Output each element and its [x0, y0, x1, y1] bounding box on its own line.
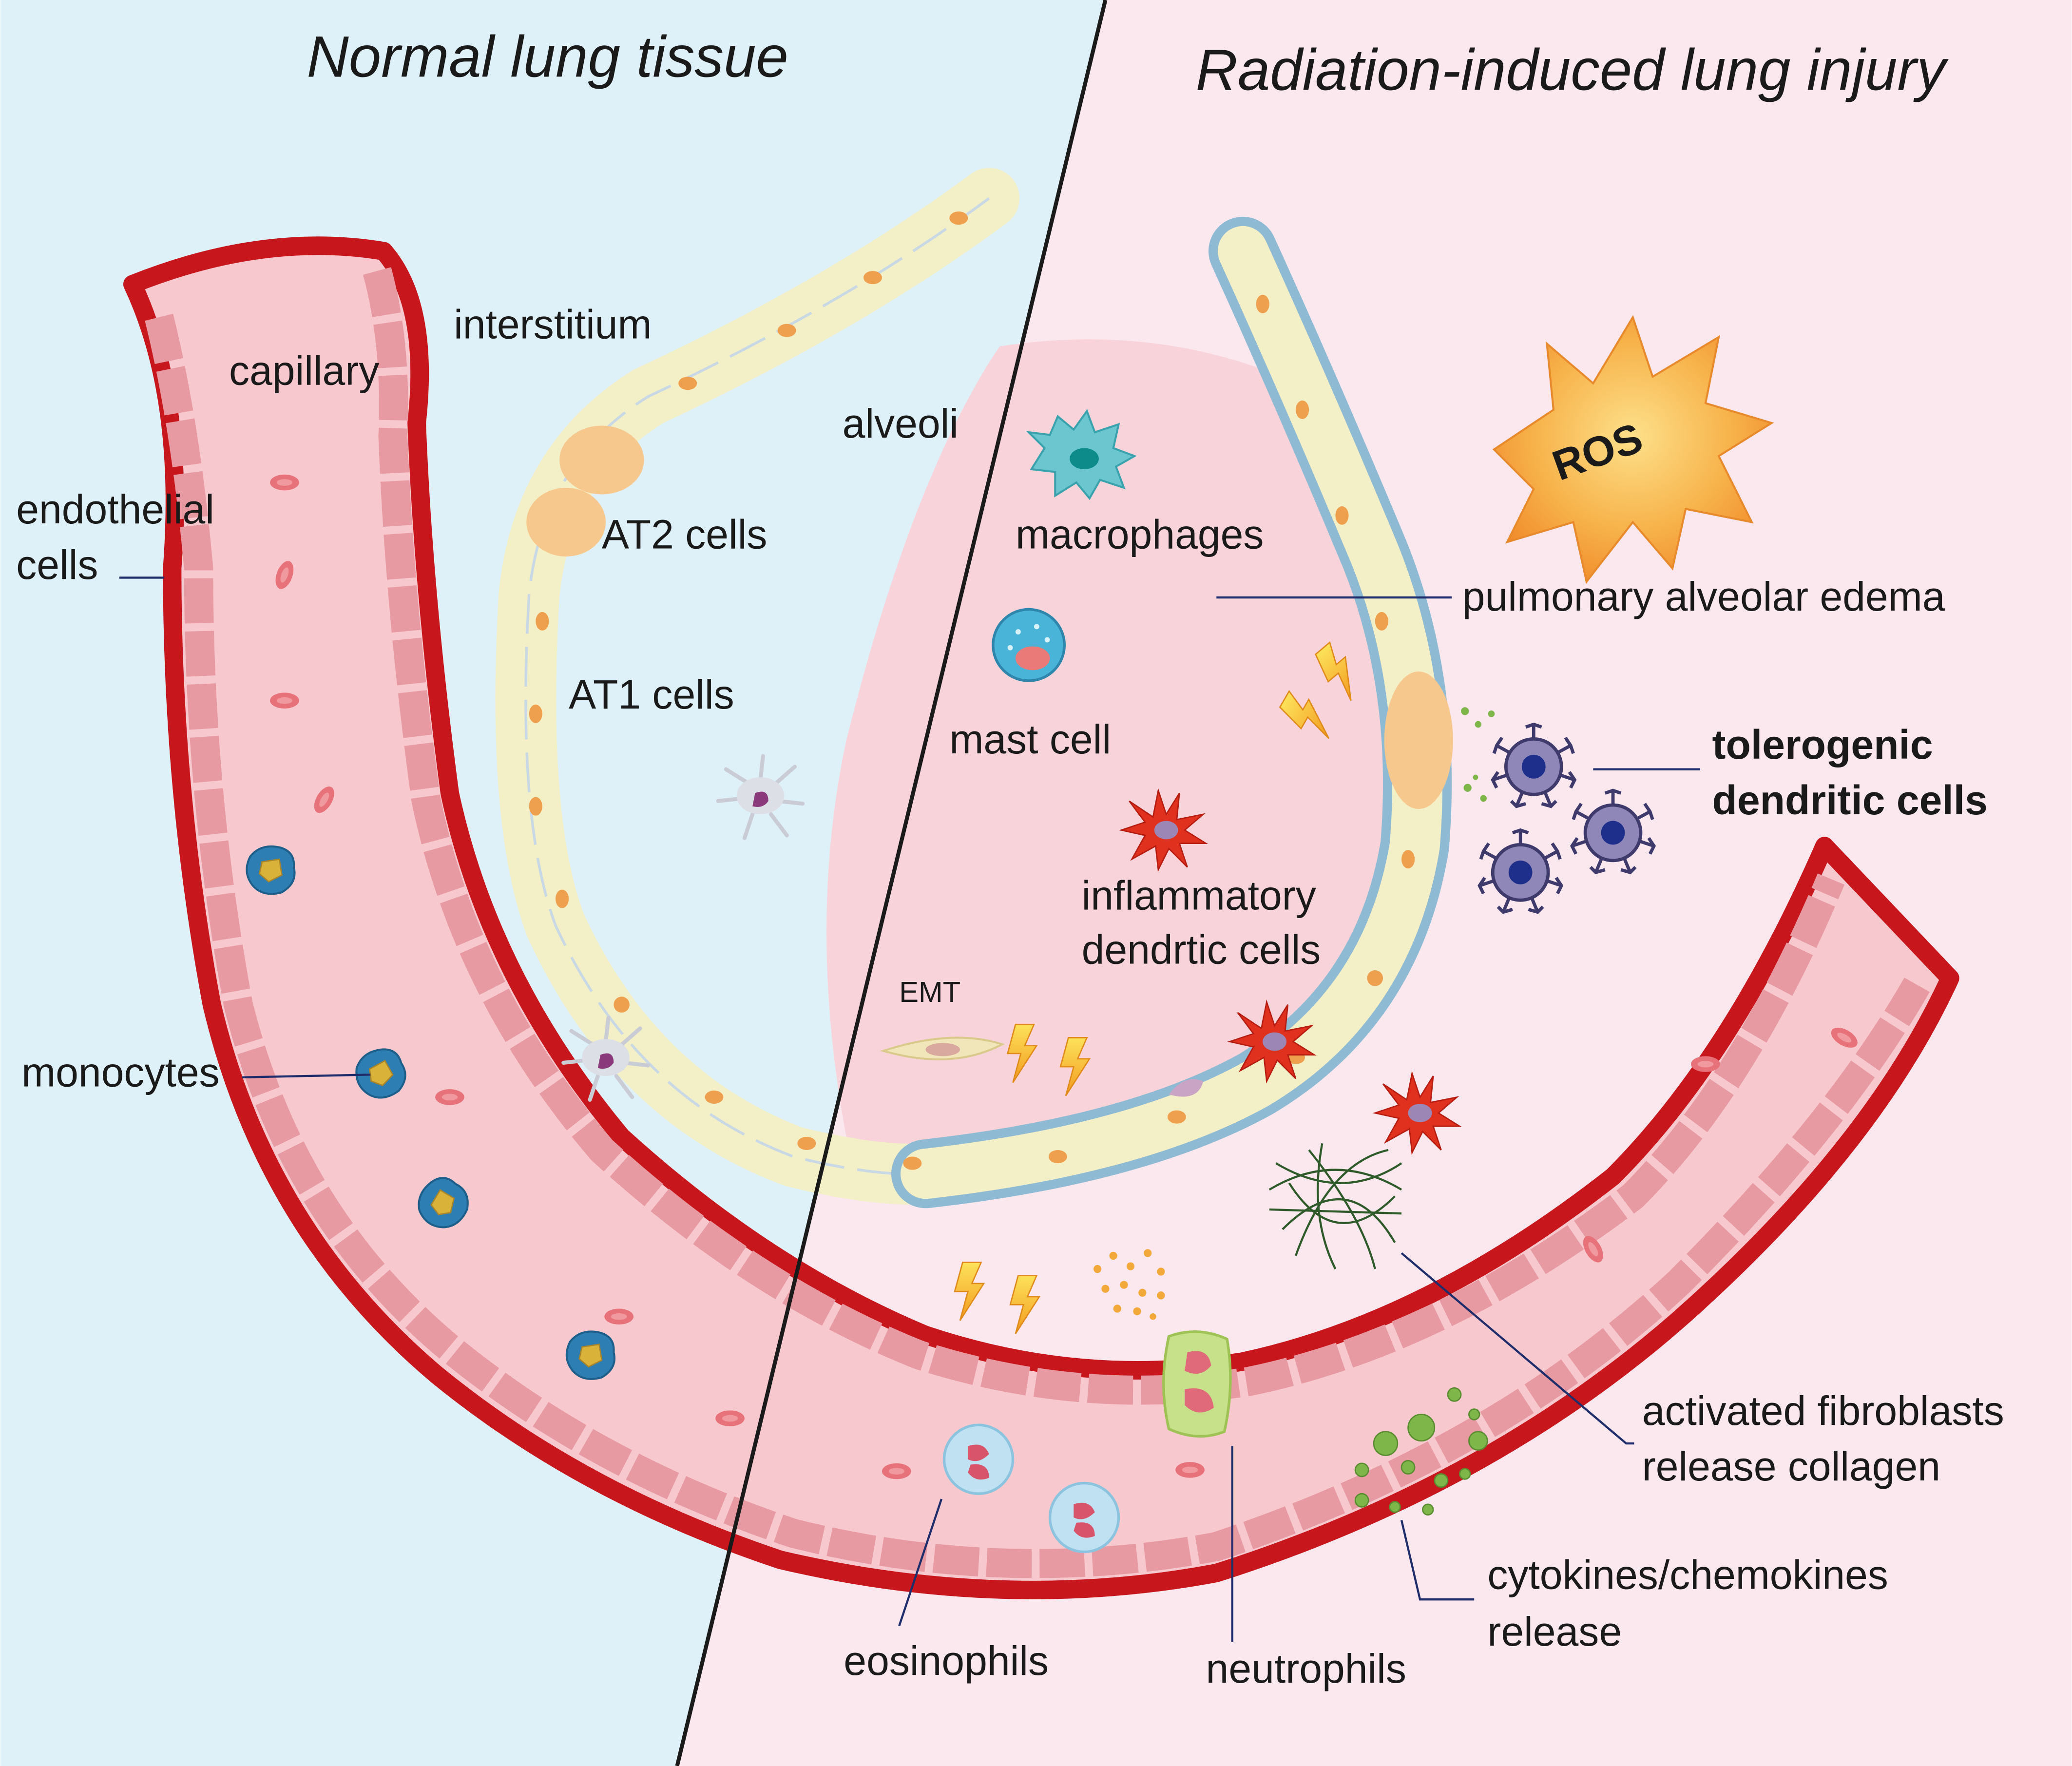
label-pulmonary-alveolar-edema: pulmonary alveolar edema [1462, 574, 1945, 619]
eosinophil [942, 1423, 1015, 1495]
title-normal-lung-tissue: Normal lung tissue [307, 24, 788, 89]
label-activated-fibroblasts: activated fibroblasts [1642, 1388, 2004, 1434]
alveolar-edema-region [826, 339, 1402, 1146]
label-release-collagen: release collagen [1642, 1443, 1940, 1489]
panel-divider [675, 0, 1108, 1766]
label-mast-cell: mast cell [949, 716, 1111, 762]
mast-cell [992, 608, 1066, 682]
label-capillary: capillary [229, 347, 379, 393]
label-eosinophils: eosinophils [844, 1638, 1049, 1684]
neutrophil [1162, 1330, 1232, 1438]
monocyte [567, 1331, 614, 1379]
title-radiation-induced-lung-injury: Radiation-induced lung injury [1196, 38, 1949, 102]
ros-starburst: ROS [1492, 315, 1774, 584]
emt-cell [880, 1037, 1005, 1060]
monocyte [247, 846, 294, 894]
label-monocytes: monocytes [21, 1050, 220, 1095]
at2-cell [559, 425, 644, 495]
label-endothelial-cells: cells [16, 542, 98, 588]
capillary-vessel [123, 236, 1959, 1599]
label-tolerogenic-dendritic-cells: dendritic cells [1712, 777, 1987, 823]
injured-alveolus-epithelium [900, 226, 1443, 1199]
normal-alveolus-cell-borders [524, 197, 990, 1176]
label-neutrophils: neutrophils [1206, 1646, 1406, 1691]
orange-particles [1093, 1249, 1165, 1320]
label-tolerogenic: tolerogenic [1712, 722, 1933, 768]
label-emt: EMT [899, 976, 960, 1008]
small-dendritic-fragment [1169, 1079, 1204, 1097]
label-at1-cells: AT1 cells [569, 672, 734, 717]
cytokine-particles [1354, 1387, 1488, 1516]
endothelial-lining-outer [145, 313, 1930, 1578]
label-cytokines-chemokines: cytokines/chemokines [1487, 1552, 1888, 1598]
label-macrophages: macrophages [1016, 512, 1264, 557]
label-alveoli: alveoli [843, 401, 959, 446]
label-endothelial: endothelial [16, 486, 214, 532]
label-at2-cells: AT2 cells [602, 512, 767, 557]
macrophage [1026, 409, 1137, 500]
eosinophil [1048, 1481, 1120, 1554]
at2-cell [526, 487, 606, 557]
label-interstitium: interstitium [454, 301, 652, 347]
endothelial-lining-inner [363, 267, 1845, 1405]
label-inflammatory: inflammatory [1082, 872, 1316, 918]
leader-lines [119, 576, 1701, 1642]
at2-cell-injured [1384, 671, 1453, 809]
label-inflammatory-dendritic-cells: dendrtic cells [1082, 926, 1321, 972]
label-cytokines-release: release [1487, 1609, 1622, 1654]
collagen-fibres [1268, 1143, 1402, 1270]
epithelial-nuclei [529, 211, 1415, 1170]
tolerogenic-secretion-dots [1461, 707, 1495, 802]
